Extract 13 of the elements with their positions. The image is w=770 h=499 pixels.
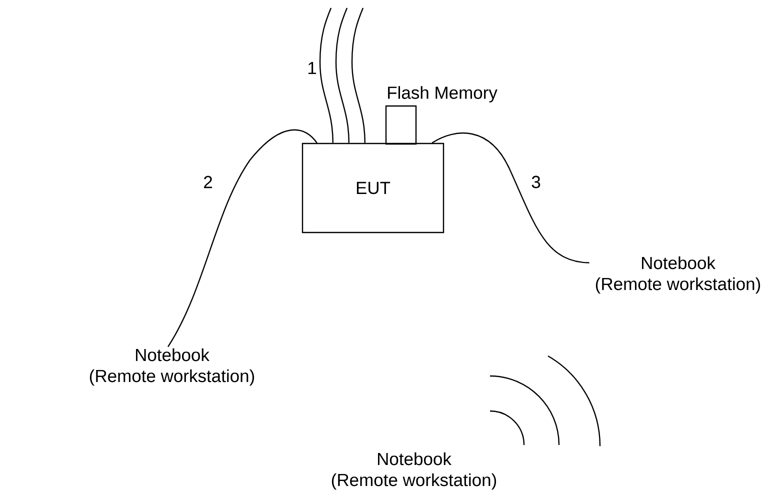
flash-memory-label: Flash Memory <box>388 86 498 102</box>
cable <box>319 8 334 143</box>
device-box: EUT <box>302 142 444 234</box>
cable-number: 1 <box>306 60 318 76</box>
cable-number: 3 <box>530 174 542 190</box>
notebook-label: Notebook (Remote workstation) <box>90 348 254 386</box>
cable <box>432 132 590 264</box>
cable <box>335 8 350 143</box>
cable-number: 2 <box>202 174 214 190</box>
cable <box>351 8 366 143</box>
notebook-label: Notebook (Remote workstation) <box>332 452 496 490</box>
notebook-label: Notebook (Remote workstation) <box>596 256 760 294</box>
cable <box>167 129 318 348</box>
